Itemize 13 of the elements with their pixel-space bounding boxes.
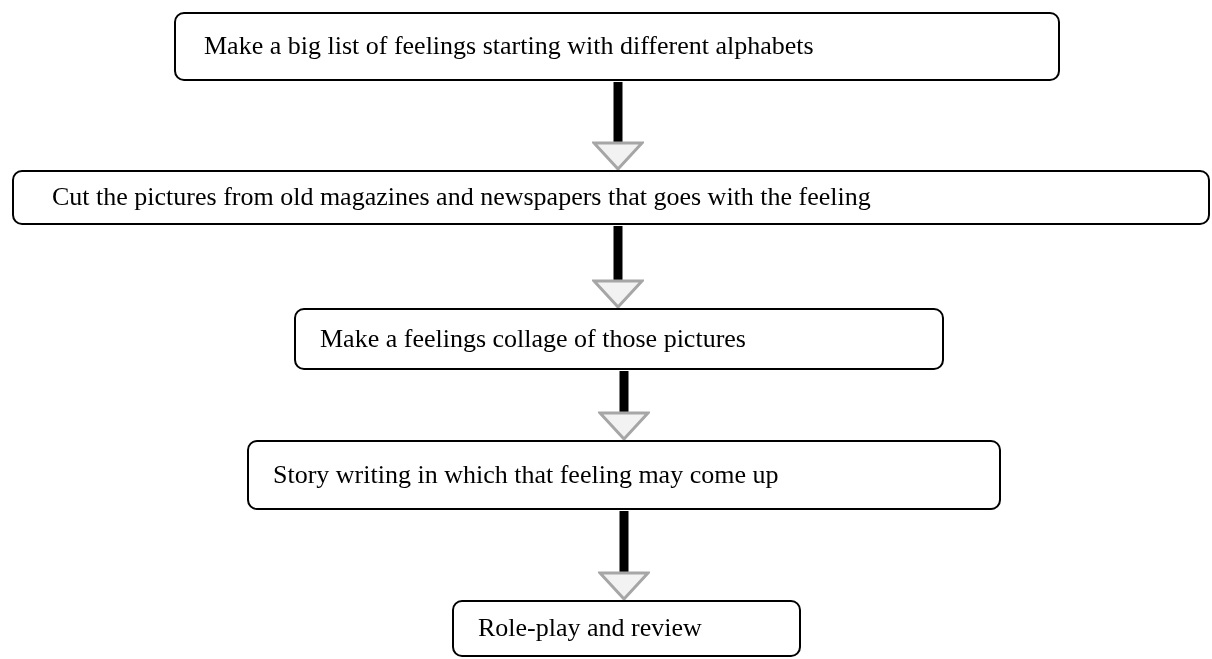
- arrow: [592, 226, 644, 309]
- step-box: [174, 12, 1060, 81]
- step-text: Make a feelings collage of those pictures: [320, 322, 746, 355]
- arrow: [592, 82, 644, 171]
- step-box: [452, 600, 801, 657]
- step-text: Story writing in which that feeling may come up: [273, 458, 779, 491]
- step-box: [294, 308, 944, 370]
- step-box: [247, 440, 1001, 510]
- step-box: [12, 170, 1210, 225]
- arrow: [598, 371, 650, 441]
- step-text: Make a big list of feelings starting with different alphabets: [204, 30, 814, 63]
- step-text: Role-play and review: [478, 612, 702, 645]
- step-text: Cut the pictures from old magazines and newspapers that goes with the feeling: [52, 181, 871, 214]
